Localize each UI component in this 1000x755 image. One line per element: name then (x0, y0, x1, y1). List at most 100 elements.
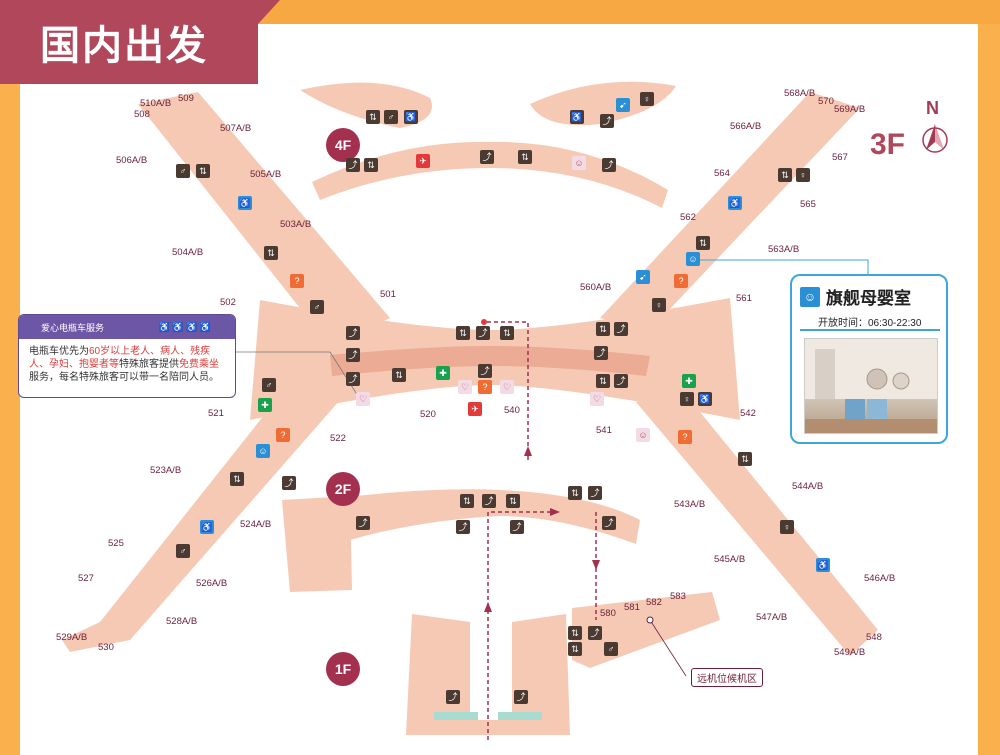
shuttle-service-line1: 电瓶车优先为 (29, 346, 89, 357)
rocket-icon: ➹ (636, 270, 650, 284)
gate-520: 520 (420, 409, 436, 420)
gate-581: 581 (624, 602, 640, 613)
escalator-icon: ⤴ (346, 158, 360, 172)
flagship-nursery-card: ☺ 旗舰母婴室 开放时间：06:30-22:30 (790, 274, 948, 444)
escalator-icon: ⤴ (478, 364, 492, 378)
elevator-icon: ⇅ (500, 326, 514, 340)
pier-northeast (600, 92, 860, 330)
gate-549ab: 549A/B (834, 647, 866, 658)
accessible-icon: ♿ (728, 196, 742, 210)
gate-502: 502 (220, 297, 236, 308)
nursery-connector (700, 259, 869, 274)
restroom-icon: ♂ (176, 164, 190, 178)
nursery-icon: ☺ (256, 444, 270, 458)
nursery-icon: ☺ (686, 252, 700, 266)
nursery-divider (800, 329, 940, 331)
restroom-icon: ♀ (796, 168, 810, 182)
gate-546ab: 546A/B (864, 573, 896, 584)
help-icon: ? (478, 380, 492, 394)
escalator-icon: ⤴ (602, 516, 616, 530)
gate-545ab: 545A/B (714, 554, 746, 565)
shuttle-service-header: 爱心电瓶车服务 ♿ ♿ ♿ ♿ (19, 315, 235, 339)
help-icon: ? (290, 274, 304, 288)
escalator-icon: ⤴ (614, 374, 628, 388)
escalator-icon: ⤴ (346, 326, 360, 340)
gate-560ab: 560A/B (580, 282, 612, 293)
nursery-icon: ♡ (590, 392, 604, 406)
gate-567: 567 (832, 152, 848, 163)
gate-565: 565 (800, 199, 816, 210)
floor-1f-building (406, 614, 570, 735)
route-arrow-up-2 (524, 446, 532, 456)
elevator-icon: ⇅ (364, 158, 378, 172)
gate-563ab: 563A/B (768, 244, 800, 255)
escalator-icon: ⤴ (614, 322, 628, 336)
escalator-icon: ⤴ (600, 114, 614, 128)
gate-582: 582 (646, 597, 662, 608)
gate-526ab: 526A/B (196, 578, 228, 589)
shuttle-service-line3: 服务，每名特殊旅客可以带一名陪同人员。 (29, 372, 219, 383)
route-arrow-down-1 (592, 560, 600, 570)
elevator-icon: ⇅ (696, 236, 710, 250)
nursery-icon: ☺ (800, 286, 820, 307)
gate-503ab: 503A/B (280, 219, 312, 230)
gate-583: 583 (670, 591, 686, 602)
gate-506ab: 506A/B (116, 155, 148, 166)
floor-badge-4f: 4F (326, 128, 360, 162)
floor-badge-2f: 2F (326, 472, 360, 506)
fire-icon: ✈ (468, 402, 482, 416)
elevator-icon: ⇅ (196, 164, 210, 178)
accessible-icon: ♿ (698, 392, 712, 406)
elevator-icon: ⇅ (738, 452, 752, 466)
restroom-icon: ♀ (640, 92, 654, 106)
page-title: 国内出发 (0, 0, 280, 84)
accessible-icon: ♿ (238, 196, 252, 210)
compass-north-label: N (926, 98, 939, 118)
floor-1f-pool-right (498, 712, 542, 720)
elevator-icon: ⇅ (366, 110, 380, 124)
shuttle-service-line2: 特殊旅客提供 (119, 359, 179, 370)
gate-527: 527 (78, 573, 94, 584)
accessible-icon: ♿ (404, 110, 418, 124)
gate-542: 542 (740, 408, 756, 419)
nursery-icon: ♡ (458, 380, 472, 394)
shuttle-service-title: 爱心电瓶车服务 (41, 322, 105, 333)
remote-stand-label: 远机位候机区 (691, 668, 763, 687)
floor-1f-pool-left (434, 712, 478, 720)
escalator-icon: ⤴ (588, 486, 602, 500)
pier-northwest (138, 92, 390, 346)
gate-504ab: 504A/B (172, 247, 204, 258)
help-icon: ? (674, 274, 688, 288)
route-arrow-up-1 (484, 602, 492, 612)
restroom-icon: ♂ (176, 544, 190, 558)
gate-541: 541 (596, 425, 612, 436)
elevator-icon: ⇅ (392, 368, 406, 382)
elevator-icon: ⇅ (596, 322, 610, 336)
escalator-icon: ⤴ (602, 158, 616, 172)
gate-568ab: 568A/B (784, 88, 816, 99)
nursery-icon: ♡ (500, 380, 514, 394)
nursery-icon: ♡ (356, 392, 370, 406)
restroom-icon: ♀ (780, 520, 794, 534)
gate-522: 522 (330, 433, 346, 444)
gate-564: 564 (714, 168, 730, 179)
shuttle-service-card: 爱心电瓶车服务 ♿ ♿ ♿ ♿ 电瓶车优先为60岁以上老人、病人、残疾人、孕妇、… (18, 314, 236, 398)
escalator-icon: ⤴ (510, 520, 524, 534)
escalator-icon: ⤴ (480, 150, 494, 164)
remote-label-connector (649, 619, 687, 677)
shuttle-service-icons: ♿ ♿ ♿ ♿ (158, 321, 211, 332)
help-icon: ? (678, 430, 692, 444)
restroom-icon: ♂ (384, 110, 398, 124)
inner-concourse (330, 346, 650, 376)
escalator-icon: ⤴ (446, 690, 460, 704)
gate-523ab: 523A/B (150, 465, 182, 476)
gate-540: 540 (504, 405, 520, 416)
gate-501: 501 (380, 289, 396, 300)
gate-508: 508 (134, 109, 150, 120)
escalator-icon: ⤴ (346, 372, 360, 386)
accessible-icon: ♿ (816, 558, 830, 572)
help-icon: ? (276, 428, 290, 442)
nursery-icon: ☺ (636, 428, 650, 442)
shuttle-service-highlight1: 60岁以上老人、病人、残疾人、孕妇、抱婴者等 (29, 346, 211, 370)
